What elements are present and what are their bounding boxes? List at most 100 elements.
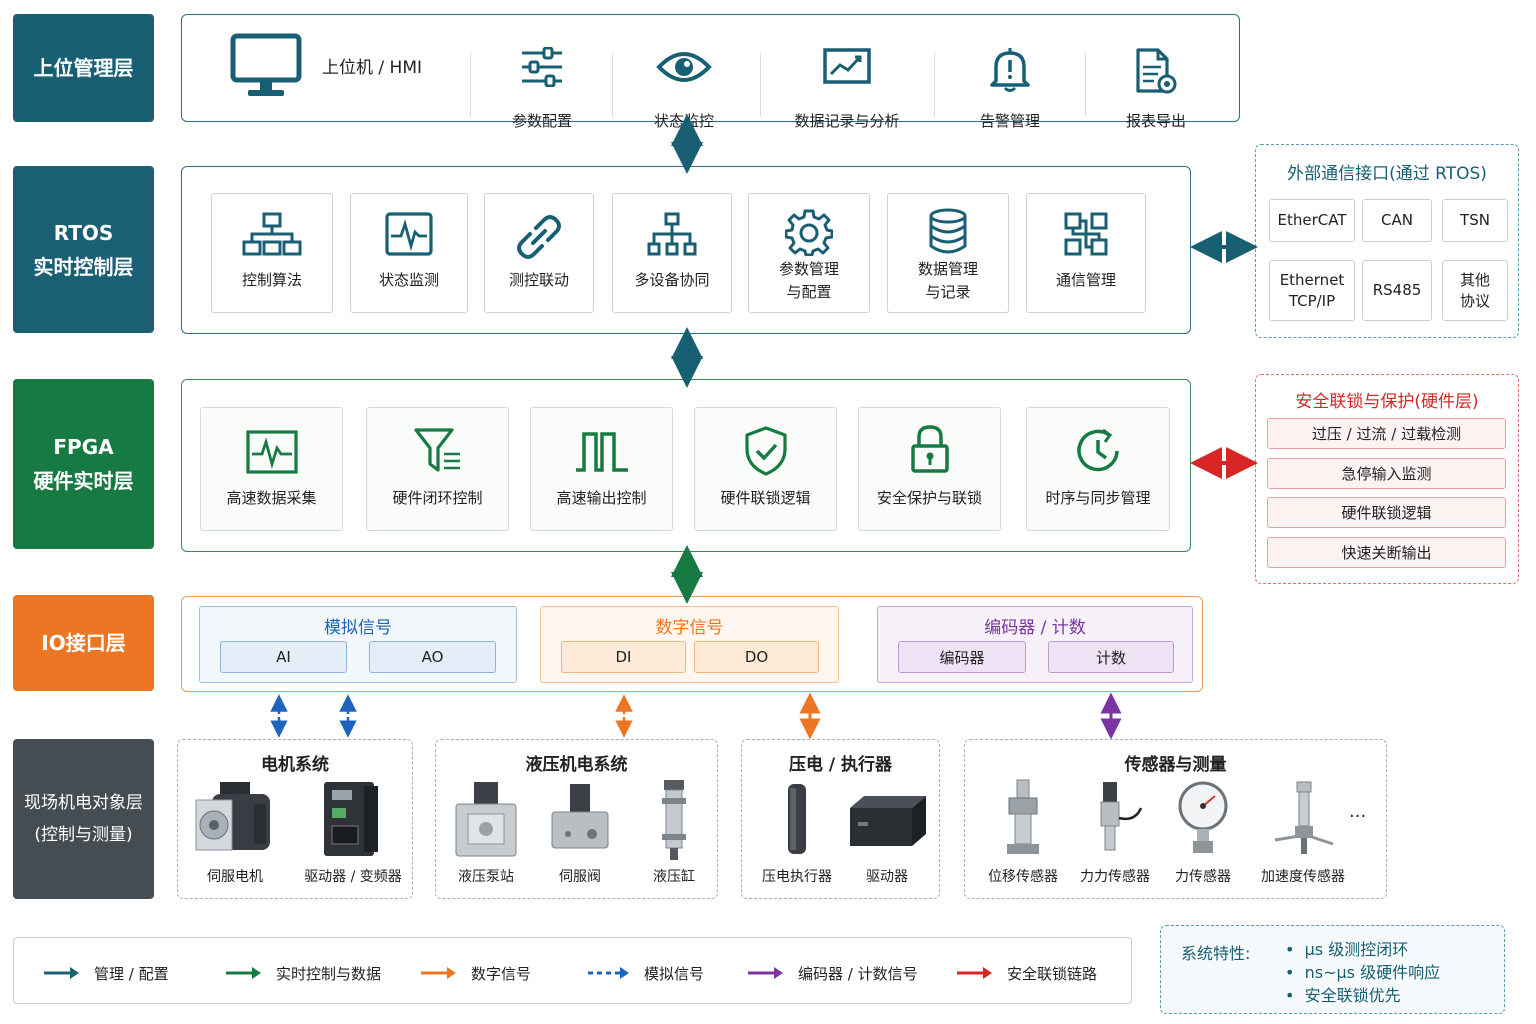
- device-label: 驱动器 / 变频器: [304, 869, 402, 885]
- accelerometer-icon: [1261, 778, 1345, 862]
- features-list: • μs 级测控闭环 • ns~μs 级硬件响应 • 安全联锁优先: [1285, 938, 1440, 1007]
- legend-arrow-icon: [588, 966, 644, 980]
- legend-item-encoder: 编码器 / 计数信号: [748, 958, 918, 988]
- io-group-title: 编码器 / 计数: [984, 618, 1086, 638]
- safety-item-shutdown[interactable]: 快速关断输出: [1267, 537, 1506, 568]
- layer-label-rtos: RTOS 实时控制层: [13, 166, 154, 333]
- mgmt-item-data[interactable]: 数据记录与分析: [772, 45, 922, 131]
- shield-check-icon: [744, 426, 788, 476]
- rtos-card-monitor[interactable]: 状态监测: [350, 193, 468, 313]
- force-gauge-icon: [1163, 778, 1243, 862]
- network-icon: [647, 212, 697, 256]
- field-group-title: 压电 / 执行器: [788, 755, 893, 775]
- legend-item-realtime: 实时控制与数据: [226, 958, 381, 988]
- displacement-sensor-icon: [983, 778, 1063, 862]
- io-frame: 模拟信号 AI AO 数字信号 DI DO 编码器 / 计数 编码器 计数: [181, 596, 1203, 692]
- driver-box-icon: [842, 778, 932, 862]
- comm-ethernet[interactable]: Ethernet TCP/IP: [1269, 260, 1355, 321]
- rtos-card-data[interactable]: 数据管理 与记录: [887, 193, 1009, 313]
- report-export-icon: [1134, 47, 1178, 95]
- io-chip-do[interactable]: DO: [694, 641, 819, 673]
- io-group-analog: 模拟信号 AI AO: [199, 606, 517, 683]
- layer-label-field-line1: 现场机电对象层: [24, 793, 143, 813]
- feature-item: • μs 级测控闭环: [1285, 940, 1409, 959]
- legend-label: 安全联锁链路: [1007, 964, 1098, 983]
- io-chip-ao[interactable]: AO: [369, 641, 496, 673]
- device-piezo-driver: 驱动器: [842, 778, 932, 885]
- fpga-card-output[interactable]: 高速输出控制: [530, 407, 673, 531]
- safety-item-overload[interactable]: 过压 / 过流 / 过载检测: [1267, 418, 1506, 449]
- device-label: 伺服电机: [207, 869, 263, 885]
- legend-item-mgmt: 管理 / 配置: [44, 958, 169, 988]
- mgmt-item-params[interactable]: 参数配置: [472, 45, 612, 131]
- legend-panel: [13, 937, 1132, 1004]
- fpga-card-label: 硬件联锁逻辑: [720, 489, 811, 507]
- features-title: 系统特性:: [1181, 944, 1251, 963]
- clock-sync-icon: [1073, 426, 1123, 476]
- filter-icon: [413, 426, 462, 474]
- device-cylinder: 液压缸: [634, 778, 714, 885]
- device-servo-motor: 伺服电机: [190, 778, 280, 885]
- mgmt-item-label: 数据记录与分析: [794, 112, 900, 130]
- rtos-card-label: 控制算法: [241, 271, 302, 289]
- separator: [934, 53, 935, 117]
- comm-can[interactable]: CAN: [1362, 199, 1432, 242]
- legend-label: 模拟信号: [644, 964, 705, 983]
- device-pressure-sensor: 力力传感器: [1075, 778, 1155, 885]
- rtos-card-multi[interactable]: 多设备协同: [612, 193, 732, 313]
- device-label: 力力传感器: [1080, 869, 1150, 885]
- layer-label-field: 现场机电对象层 (控制与测量): [13, 739, 154, 899]
- fpga-card-acquisition[interactable]: 高速数据采集: [200, 407, 343, 531]
- fpga-card-label: 时序与同步管理: [1045, 489, 1151, 507]
- rtos-frame: 控制算法 状态监测 测控联动 多设备协同 参数管理 与配置 数据管理 与记录 通…: [181, 166, 1191, 334]
- comm-grid-icon: [1064, 212, 1108, 256]
- rtos-card-linkage[interactable]: 测控联动: [484, 193, 594, 313]
- io-group-encoder: 编码器 / 计数 编码器 计数: [877, 606, 1193, 683]
- mgmt-item-report[interactable]: 报表导出: [1086, 45, 1226, 131]
- device-accelerometer: 加速度传感器: [1261, 778, 1345, 885]
- org-tree-icon: [242, 212, 302, 256]
- waveform-icon: [245, 430, 298, 474]
- layer-label-rtos-line2: 实时控制层: [33, 254, 134, 279]
- io-chip-ai[interactable]: AI: [220, 641, 347, 673]
- io-group-title: 模拟信号: [324, 618, 392, 638]
- device-label: 加速度传感器: [1261, 869, 1345, 885]
- device-label: 液压泵站: [458, 869, 514, 885]
- comm-tsn[interactable]: TSN: [1442, 199, 1508, 242]
- layer-label-mgmt-text: 上位管理层: [33, 56, 134, 80]
- device-label: 位移传感器: [988, 869, 1058, 885]
- fpga-card-timing[interactable]: 时序与同步管理: [1026, 407, 1170, 531]
- comm-ethercat[interactable]: EtherCAT: [1269, 199, 1355, 242]
- separator: [1085, 53, 1086, 117]
- monitor-icon: [230, 33, 302, 99]
- feature-item: • 安全联锁优先: [1285, 986, 1401, 1005]
- piezo-actuator-icon: [752, 778, 842, 862]
- device-piezo-actuator: 压电执行器: [752, 778, 842, 885]
- safety-item-estop[interactable]: 急停输入监测: [1267, 458, 1506, 489]
- fpga-card-interlock[interactable]: 硬件联锁逻辑: [694, 407, 837, 531]
- io-chip-di[interactable]: DI: [561, 641, 686, 673]
- device-label: 液压缸: [653, 869, 695, 885]
- rtos-card-comm[interactable]: 通信管理: [1026, 193, 1146, 313]
- mgmt-item-alarm[interactable]: 告警管理: [940, 45, 1080, 131]
- separator: [470, 53, 471, 117]
- gear-icon: [785, 208, 833, 256]
- field-group-motor: 电机系统 伺服电机 驱动器 / 变频器: [177, 739, 413, 899]
- field-group-title: 液压机电系统: [525, 755, 628, 775]
- rtos-card-params[interactable]: 参数管理 与配置: [748, 193, 870, 313]
- fpga-card-safety[interactable]: 安全保护与联锁: [858, 407, 1001, 531]
- external-comm-panel: 外部通信接口(通过 RTOS) EtherCAT CAN TSN Etherne…: [1255, 144, 1519, 338]
- safety-item-interlock[interactable]: 硬件联锁逻辑: [1267, 497, 1506, 528]
- separator: [612, 53, 613, 117]
- comm-other[interactable]: 其他 协议: [1442, 260, 1508, 321]
- io-chip-encoder[interactable]: 编码器: [898, 641, 1026, 673]
- legend-arrow-icon: [226, 966, 276, 980]
- rtos-card-label: 数据管理 与记录: [917, 260, 978, 301]
- comm-rs485[interactable]: RS485: [1362, 260, 1432, 321]
- legend-item-digital: 数字信号: [421, 958, 531, 988]
- fpga-card-closed-loop[interactable]: 硬件闭环控制: [366, 407, 509, 531]
- device-servo-valve: 伺服阀: [540, 778, 620, 885]
- rtos-card-control[interactable]: 控制算法: [211, 193, 333, 313]
- servo-valve-icon: [540, 778, 620, 862]
- io-chip-counter[interactable]: 计数: [1048, 641, 1174, 673]
